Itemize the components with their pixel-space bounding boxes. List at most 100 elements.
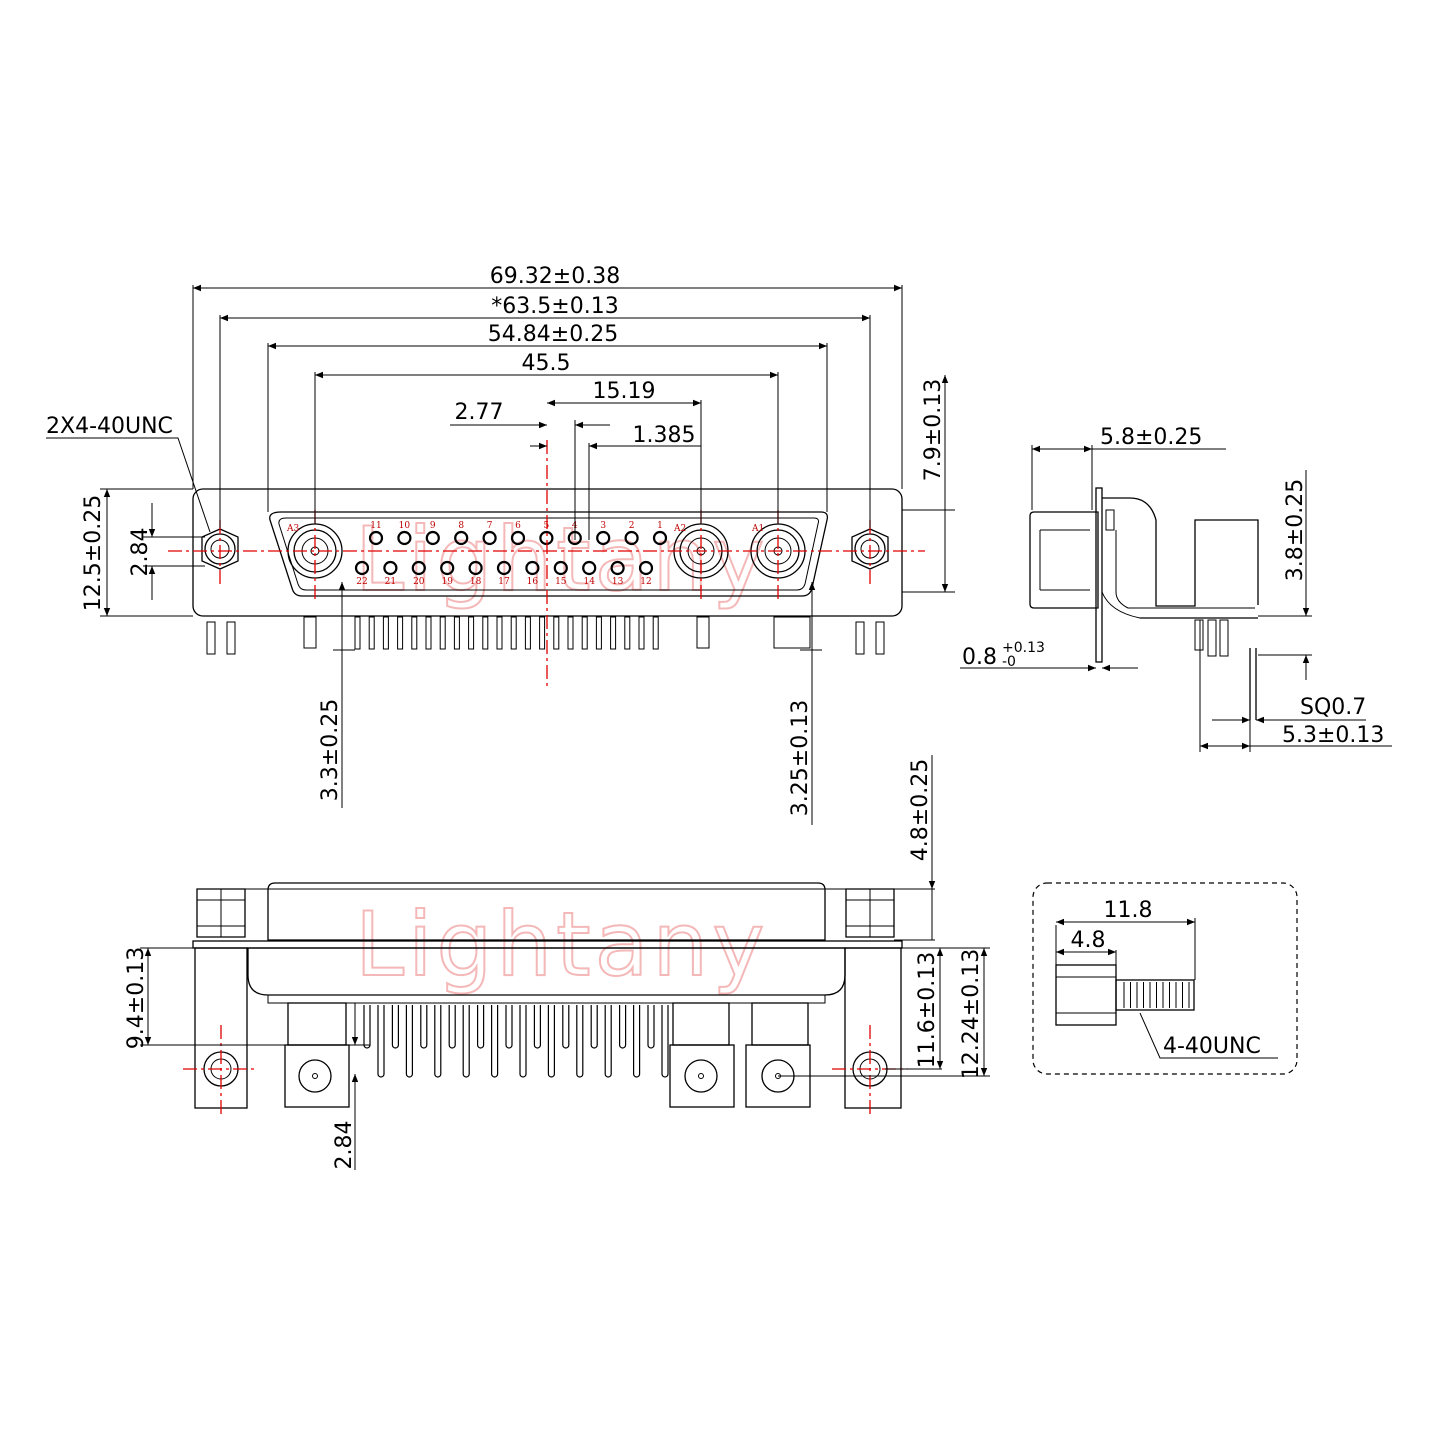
pin-hole [596,530,611,546]
dim-screw-length: 11.8 [1104,898,1153,923]
dim-thickness-tol-minus: -0 [1002,654,1016,670]
tail-row2 [547,1005,555,1078]
screw-thread-callout: 4-40UNC [1163,1034,1261,1059]
dim-right-tail: 3.25±0.13 [788,700,813,816]
tail-row2 [491,1005,499,1078]
pin-hole [454,530,469,546]
pin-label: 3 [600,521,606,531]
signal-tail [510,616,517,650]
pin-label: 11 [370,521,381,531]
dim-pcb-row1: 9.4±0.13 [124,947,149,1049]
pin-hole [354,560,370,576]
dim-pin-square: SQ0.7 [1300,695,1366,720]
pin-hole [510,530,526,546]
pin-label: 10 [399,521,411,531]
tail-row2 [661,1005,669,1078]
tail-row1 [505,1005,513,1049]
pin-hole [440,560,455,576]
signal-tails [354,616,659,650]
pin-label: 17 [498,577,510,587]
coax-label-a3: A3 [286,524,299,534]
pin-label: 18 [470,577,482,587]
bottom-signal-tails [363,1005,669,1078]
pin-label: 22 [356,577,367,587]
signal-tail [539,616,546,650]
pin-hole [468,560,483,576]
signal-tail [354,616,361,650]
signal-tail [524,616,531,650]
signal-tail [382,616,389,650]
signal-tail [610,616,617,650]
signal-tail [496,616,503,650]
coax-label-a1: A1 [751,524,764,534]
dim-thickness: 0.8 [962,645,997,670]
tail-row2 [462,1005,470,1078]
front-tails [206,616,885,655]
pin-hole [652,530,668,546]
dim-pcb-coax: 12.24±0.13 [959,949,984,1079]
screw-detail: 11.8 4.8 4-40UNC [1032,882,1298,1075]
pin-label: 8 [458,521,464,531]
dim-half-pitch: 1.385 [633,423,696,448]
tail-row1 [448,1005,456,1049]
watermark-bottom: Lightany [355,893,768,996]
pin-hole [383,560,398,576]
pin-hole [582,560,597,576]
tail-row1 [619,1005,627,1049]
dim-overall-width: 69.32±0.38 [490,264,620,289]
dim-flange-height: 7.9±0.13 [921,379,946,481]
dim-coax-span: 45.5 [522,351,571,376]
pin-hole [425,530,440,546]
pin-label: 20 [413,577,425,587]
dim-mount-centers: *63.5±0.13 [491,294,618,319]
pin-label: 14 [583,577,595,587]
side-view: 5.8±0.25 3.8±0.25 0.8 +0.13 -0 SQ0.7 5.3… [960,425,1392,752]
pin-label: 7 [487,521,493,531]
signal-tail [425,616,432,650]
tail-row2 [405,1005,413,1078]
pin-hole [525,560,540,576]
pin-label: 1 [657,521,663,531]
dim-row-spacing: 2.84 [128,528,153,577]
dim-height: 12.5±0.25 [81,495,106,611]
pin-label: 15 [555,577,567,587]
pin-hole [553,560,568,576]
signal-tail [482,616,489,650]
pin-hole [610,560,625,576]
pin-hole [411,560,426,576]
screw-threads [1123,982,1190,1008]
signal-tail [624,616,631,650]
tail-row2 [519,1005,527,1078]
tail-row1 [533,1005,541,1049]
dim-a2-offset: 15.19 [593,379,656,404]
dim-tail-offset: 5.3±0.13 [1282,723,1384,748]
dim-standoff: 3.8±0.25 [1283,479,1308,581]
pin-label: 19 [441,577,453,587]
coax-label-a2: A2 [673,524,686,534]
pin-hole [397,530,412,546]
pin-hole [368,530,384,546]
tail-row2 [377,1005,385,1078]
tail-row1 [562,1005,570,1049]
signal-tail [397,616,404,650]
pin-label: 21 [385,577,396,587]
tail-row1 [590,1005,598,1049]
signal-tail [553,616,560,650]
d-shell-outer [269,511,829,597]
signal-tail [652,616,659,650]
dim-thickness-tol-plus: +0.13 [1002,640,1045,656]
pin-hole [638,560,654,576]
tail-row1 [391,1005,399,1049]
bottom-view: 9.4±0.13 4.8±0.25 11.6±0.13 12.24±0.13 2… [124,755,990,1170]
pin-label: 2 [629,521,635,531]
pin-label: 16 [527,577,539,587]
signal-tail [638,616,645,650]
signal-tail [581,616,588,650]
dim-depth: 5.8±0.25 [1100,425,1202,450]
signal-tail [595,616,602,650]
d-shell-inner [278,517,819,591]
tail-row1 [647,1005,655,1049]
pin-label: 9 [430,521,436,531]
tail-row2 [434,1005,442,1078]
